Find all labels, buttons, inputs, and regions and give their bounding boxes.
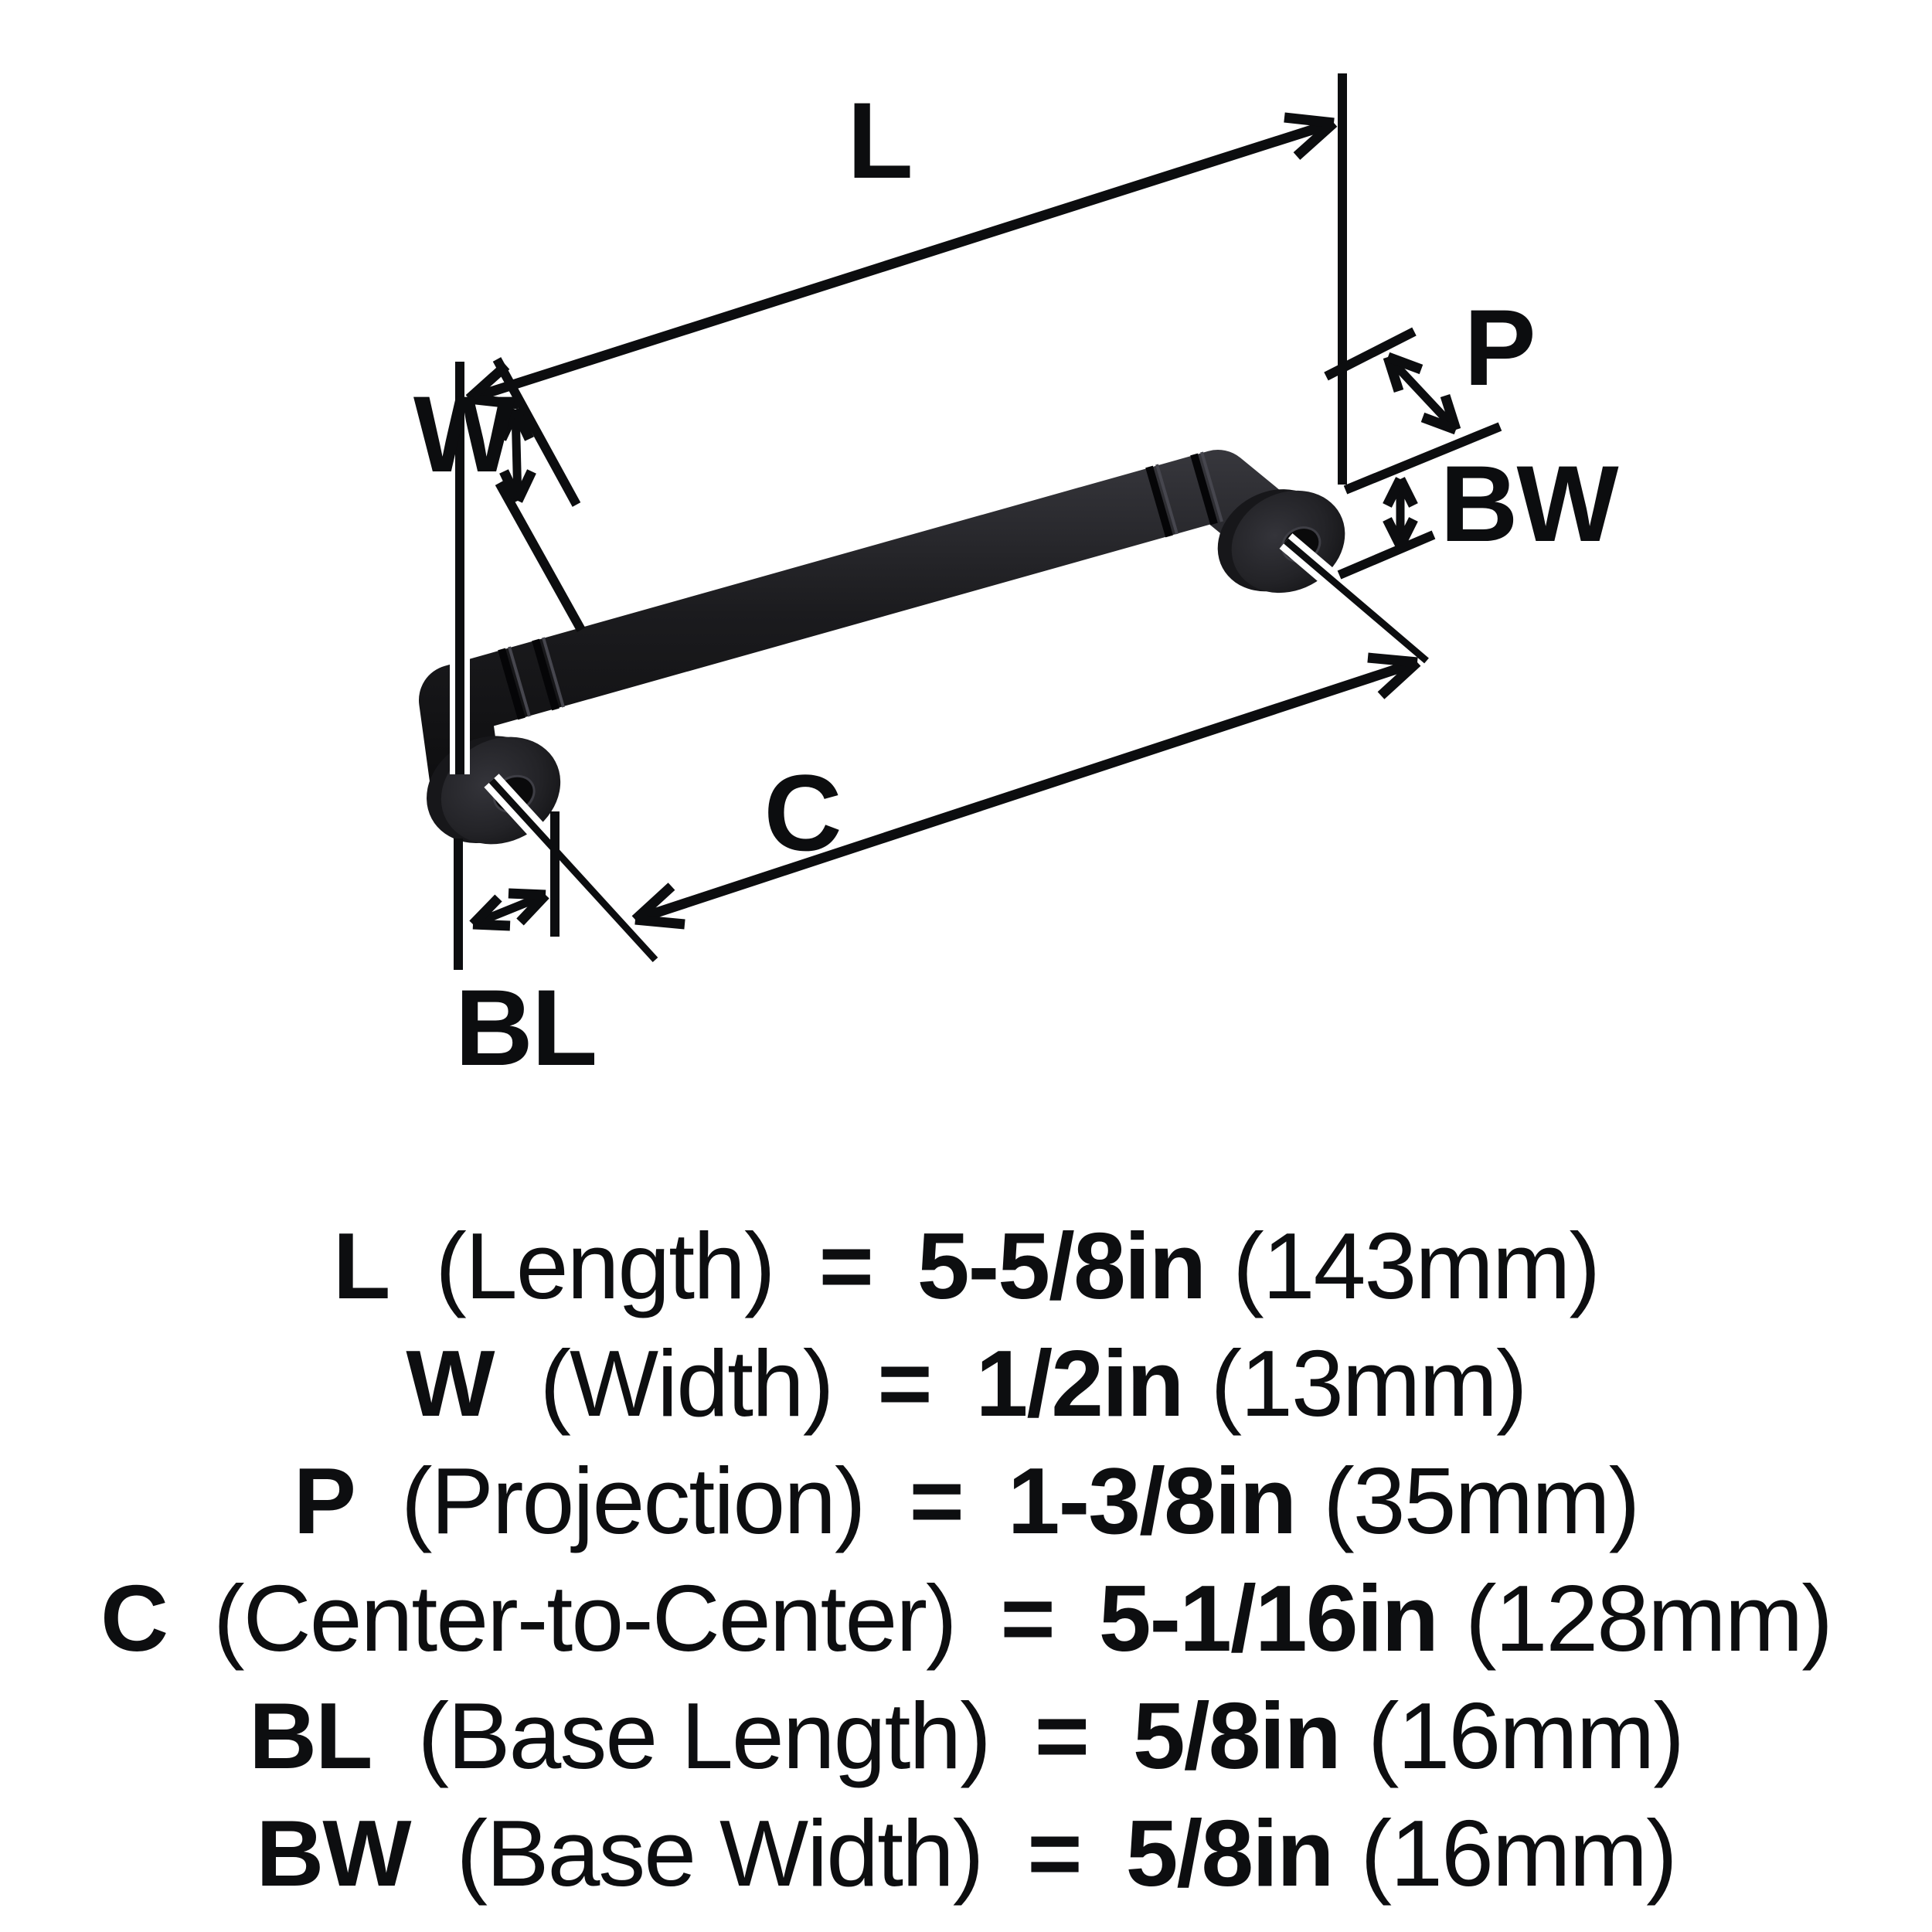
left-center-axis-line bbox=[488, 777, 658, 963]
base-width-arrowhead-top bbox=[1383, 477, 1418, 508]
projection-arrowhead-upper bbox=[1383, 352, 1423, 393]
spec-line-width: W (Width) = 1/2in (13mm) bbox=[406, 1331, 1526, 1436]
base-length-label: BL bbox=[455, 967, 597, 1088]
spec-table: L (Length) = 5-5/8in (143mm) W (Width) =… bbox=[100, 1213, 1833, 1906]
width-label: W bbox=[413, 373, 515, 495]
dim-projection: P bbox=[1324, 287, 1536, 495]
right-center-axis-line bbox=[1284, 538, 1429, 664]
spec-line-projection: P (Projection) = 1-3/8in (35mm) bbox=[294, 1448, 1639, 1553]
base-length-arrowhead-left bbox=[469, 894, 511, 931]
dim-base-length: BL bbox=[454, 811, 597, 1088]
length-label: L bbox=[847, 80, 912, 201]
dim-length: L bbox=[455, 73, 1347, 774]
center-arrowhead-right bbox=[1367, 652, 1421, 699]
dim-center-to-center: C bbox=[631, 652, 1421, 930]
width-arrowhead-top bbox=[497, 407, 534, 441]
spec-line-base-length: BL (Base Length) = 5/8in (16mm) bbox=[249, 1683, 1683, 1788]
dim-base-width: BW bbox=[1337, 443, 1620, 580]
pull-handle-illustration bbox=[419, 450, 1345, 845]
base-length-arrowhead-right bbox=[508, 888, 549, 926]
length-dimension-line bbox=[468, 117, 1335, 404]
dim-width: W bbox=[413, 357, 586, 632]
width-arrowhead-bottom bbox=[499, 469, 536, 503]
spec-line-base-width: BW (Base Width) = 5/8in (16mm) bbox=[256, 1801, 1675, 1906]
projection-label: P bbox=[1464, 287, 1534, 408]
spec-line-center-to-center: C (Center-to-Center) = 5-1/16in (128mm) bbox=[100, 1566, 1832, 1671]
cased-extension-lines bbox=[450, 533, 1434, 967]
handle-tube bbox=[419, 450, 1318, 815]
center-dimension-line bbox=[633, 657, 1420, 925]
length-arrowhead-right bbox=[1284, 112, 1338, 160]
projection-arrowhead-lower bbox=[1420, 394, 1461, 435]
center-label: C bbox=[764, 752, 840, 873]
spec-line-length: L (Length) = 5-5/8in (143mm) bbox=[333, 1213, 1599, 1318]
base-width-label: BW bbox=[1440, 443, 1618, 564]
base-width-arrowhead-bottom bbox=[1383, 517, 1418, 548]
center-arrowhead-left bbox=[631, 883, 685, 930]
handle-ring-grooves bbox=[498, 451, 1223, 720]
